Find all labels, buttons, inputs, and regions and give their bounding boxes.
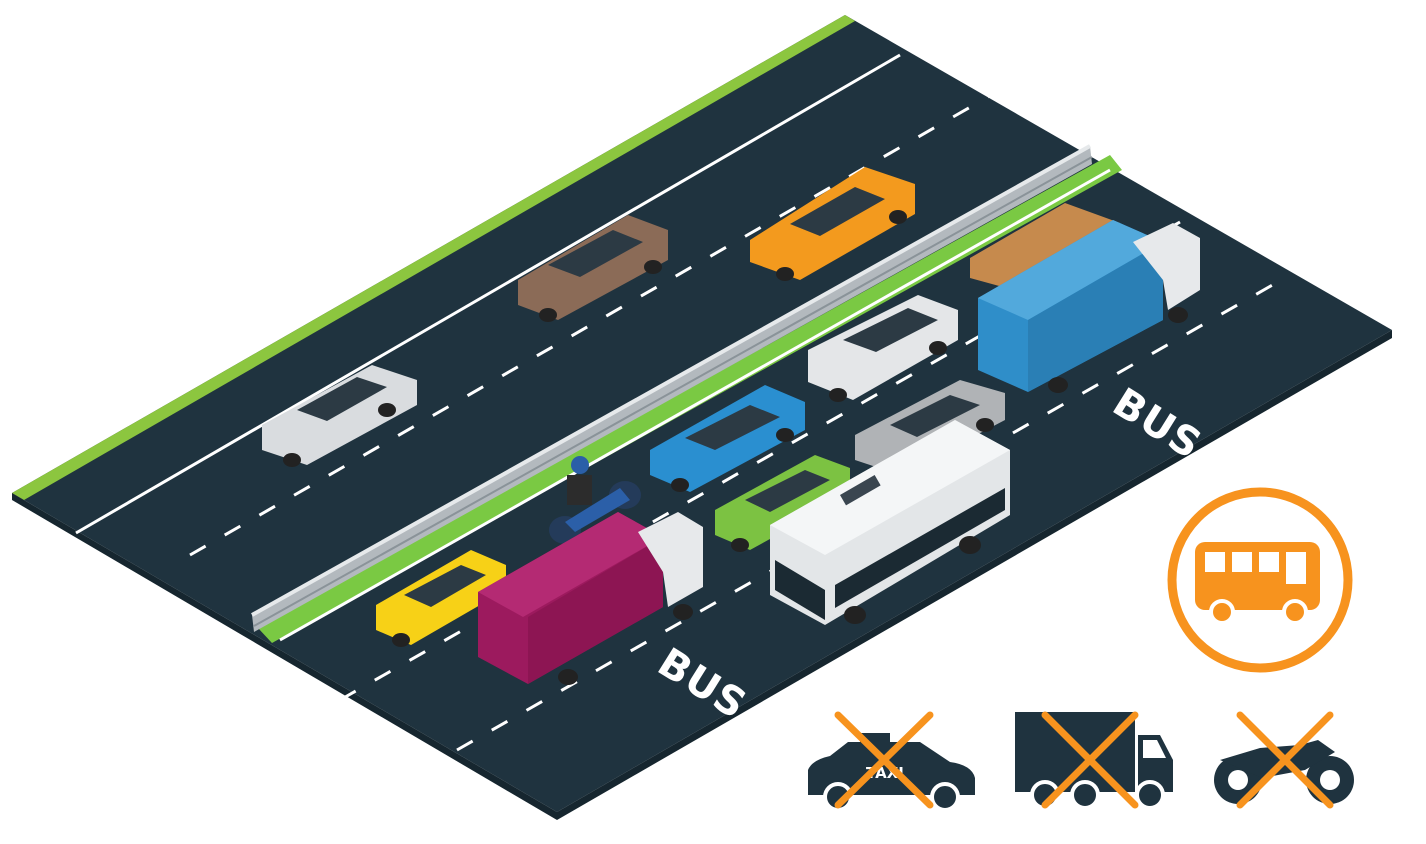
car-blue [650,385,805,492]
car-white-suv [808,295,958,402]
no-truck-sign [1015,711,1173,810]
bus-icon [1195,542,1320,625]
car-brown-upper [518,215,668,322]
truck-icon [1015,712,1173,810]
car-tan [970,203,1120,293]
bus-white [770,420,1010,625]
car-yellow [376,550,506,647]
car-white-upper [262,365,417,467]
bus-allowed-sign [1167,487,1353,673]
guard-rail [251,144,1093,632]
car-orange-upper [750,167,915,281]
median-grass [258,155,1122,643]
motorcycle-icon [1214,740,1354,804]
car-green [715,455,850,552]
truck-blue [978,220,1200,393]
no-taxi-sign: TAXI [808,711,975,812]
truck-purple [478,512,703,685]
motorcycle-rider [549,456,641,544]
no-motorcycle-sign [1214,711,1354,809]
